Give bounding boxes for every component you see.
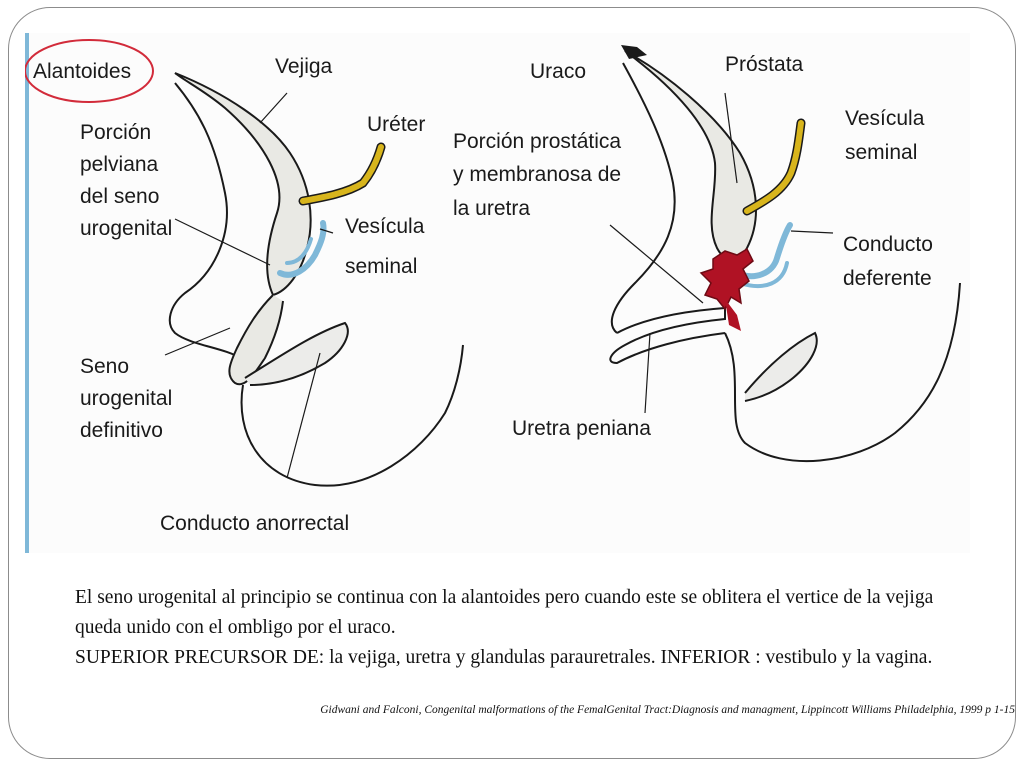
label-ureter-left: Uréter	[367, 113, 425, 136]
leader-vesicula-left	[319, 228, 334, 234]
leader-uretra-peniana	[644, 332, 651, 414]
leader-prostata	[724, 92, 738, 184]
left-seminal-vesicle-branch	[285, 237, 313, 265]
label-vesicula-right-2: seminal	[845, 141, 917, 164]
left-body-outline	[168, 82, 241, 359]
label-porcion-prostatica-3: la uretra	[453, 197, 530, 220]
label-prostata: Próstata	[725, 53, 804, 76]
left-diagram: Alantoides Vejiga Uréter Porción pelvian…	[25, 39, 464, 535]
slide-caption: El seno urogenital al principio se conti…	[75, 583, 980, 673]
caption-line-2: SUPERIOR PRECURSOR DE: la vejiga, uretra…	[75, 647, 933, 668]
right-rectal-shape	[744, 331, 818, 402]
right-ureter-fill	[744, 120, 804, 214]
label-seno-definitivo-3: definitivo	[80, 419, 163, 442]
label-porcion-prostatica-2: y membranosa de	[453, 163, 621, 186]
leader-seno-definitivo	[164, 327, 231, 356]
label-uraco: Uraco	[530, 60, 586, 83]
label-porcion-prostatica-1: Porción prostática	[453, 130, 621, 153]
embryology-figure: Alantoides Vejiga Uréter Porción pelvian…	[25, 33, 970, 553]
prostate-shape	[699, 247, 754, 311]
right-body-outline	[610, 62, 676, 334]
label-porcion-pelviana-4: urogenital	[80, 217, 172, 240]
right-bladder-shape	[624, 50, 758, 261]
caption-line-1: El seno urogenital al principio se conti…	[75, 587, 934, 638]
figure-left-rule	[25, 33, 29, 553]
left-anorectal-canal	[244, 321, 349, 386]
label-vesicula-right-1: Vesícula	[845, 107, 925, 130]
label-vesicula-left-1: Vesícula	[345, 215, 425, 238]
urachus-tip	[621, 45, 647, 59]
label-uretra-peniana: Uretra peniana	[512, 417, 651, 440]
right-conducto-deferente	[738, 261, 789, 289]
left-seminal-vesicle	[277, 220, 327, 278]
alantoides-highlight-ring	[25, 39, 154, 103]
label-seno-definitivo-2: urogenital	[80, 387, 172, 410]
leader-vejiga	[259, 92, 288, 124]
label-porcion-pelviana-3: del seno	[80, 185, 159, 208]
label-porcion-pelviana-1: Porción	[80, 121, 151, 144]
leader-porcion-prostatica	[609, 224, 704, 304]
label-seno-definitivo-1: Seno	[80, 355, 129, 378]
right-penile-urethra	[609, 306, 726, 365]
label-porcion-pelviana-2: pelviana	[80, 153, 159, 176]
left-ureter-fill	[300, 144, 384, 204]
label-conducto-anorrectal: Conducto anorrectal	[160, 512, 349, 535]
label-vejiga: Vejiga	[275, 55, 333, 78]
left-bladder-shape	[174, 72, 312, 297]
citation-reference: Gidwani and Falconi, Congenital malforma…	[320, 704, 1015, 716]
left-cloaca-curve	[240, 344, 464, 487]
leader-conducto-deferente	[790, 230, 834, 234]
right-perineal-curve	[724, 282, 961, 463]
leader-porcion-pelviana	[174, 218, 271, 266]
prostate-lobe	[725, 299, 741, 331]
label-vesicula-left-2: seminal	[345, 255, 417, 278]
right-diagram: Uraco Próstata Porción prostática y memb…	[453, 45, 961, 463]
figure-drawing: Alantoides Vejiga Uréter Porción pelvian…	[25, 39, 961, 535]
label-conducto-deferente-1: Conducto	[843, 233, 933, 256]
left-sinus-shape	[228, 294, 284, 386]
label-conducto-deferente-2: deferente	[843, 267, 932, 290]
right-seminal-vesicle	[734, 222, 793, 280]
leader-anorrectal	[286, 352, 321, 479]
label-alantoides: Alantoides	[33, 60, 131, 83]
